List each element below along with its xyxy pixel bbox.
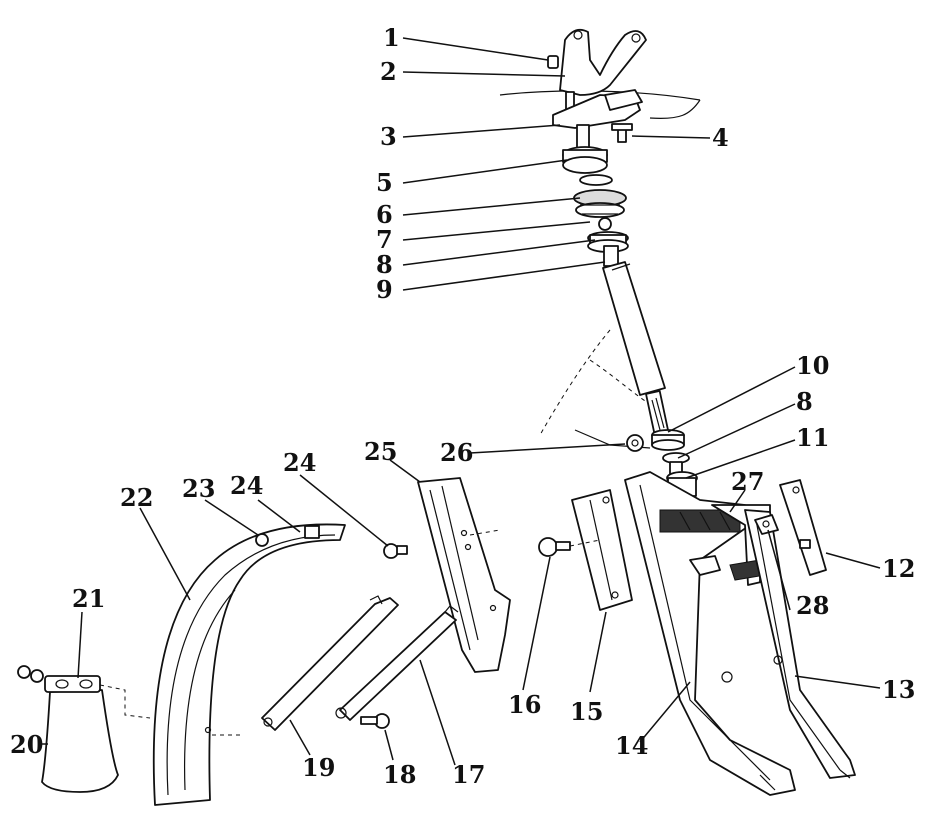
callout-17: 17 (452, 760, 485, 789)
steering-stack (562, 124, 669, 434)
callout-7: 7 (376, 225, 393, 254)
callout-23: 23 (182, 474, 215, 503)
callout-16: 16 (508, 690, 541, 719)
callout-3: 3 (380, 122, 397, 151)
frame-outline-ghost (499, 90, 701, 449)
callout-11: 11 (796, 423, 829, 452)
callout-28: 28 (796, 591, 829, 620)
stay-17 (335, 605, 459, 721)
callout-12: 12 (882, 554, 915, 583)
callout-2: 2 (380, 57, 397, 86)
lower-bearing-set (626, 429, 698, 497)
callout-14: 14 (615, 731, 648, 760)
leader-lines (40, 37, 881, 766)
bolt-18 (360, 713, 390, 729)
callout-24-middle: 24 (283, 448, 316, 477)
callout-26: 26 (440, 438, 473, 467)
front-fender-22 (152, 523, 346, 806)
mud-flap-20 (17, 665, 240, 793)
callout-27: 27 (731, 467, 764, 496)
callout-8-lower: 8 (796, 387, 813, 416)
callout-10: 10 (796, 351, 829, 380)
callout-19: 19 (302, 753, 335, 782)
callout-25: 25 (364, 437, 397, 466)
front-fork (624, 471, 856, 796)
plate-15 (571, 489, 633, 611)
bolt-16 (538, 537, 601, 557)
callout-21: 21 (72, 584, 105, 613)
callout-20: 20 (10, 730, 43, 759)
callout-labels: 1 2 3 4 5 6 7 8 9 10 8 11 12 13 14 15 16… (10, 23, 915, 789)
fork-bracket-28 (754, 514, 779, 535)
callout-5: 5 (376, 168, 393, 197)
callout-13: 13 (882, 675, 915, 704)
callout-24-left: 24 (230, 471, 263, 500)
stay-19 (261, 595, 399, 731)
bolt-24-middle (383, 543, 408, 559)
side-strip-12 (779, 479, 827, 576)
callout-4: 4 (712, 123, 729, 152)
callout-22: 22 (120, 483, 153, 512)
callout-15: 15 (570, 697, 603, 726)
callout-18: 18 (383, 760, 416, 789)
mudguard-bracket-25 (417, 477, 511, 673)
callout-8-upper: 8 (376, 250, 393, 279)
callout-6: 6 (376, 200, 393, 229)
callout-9: 9 (376, 275, 393, 304)
handlebar-clamp (547, 28, 647, 143)
callout-1: 1 (383, 23, 400, 52)
